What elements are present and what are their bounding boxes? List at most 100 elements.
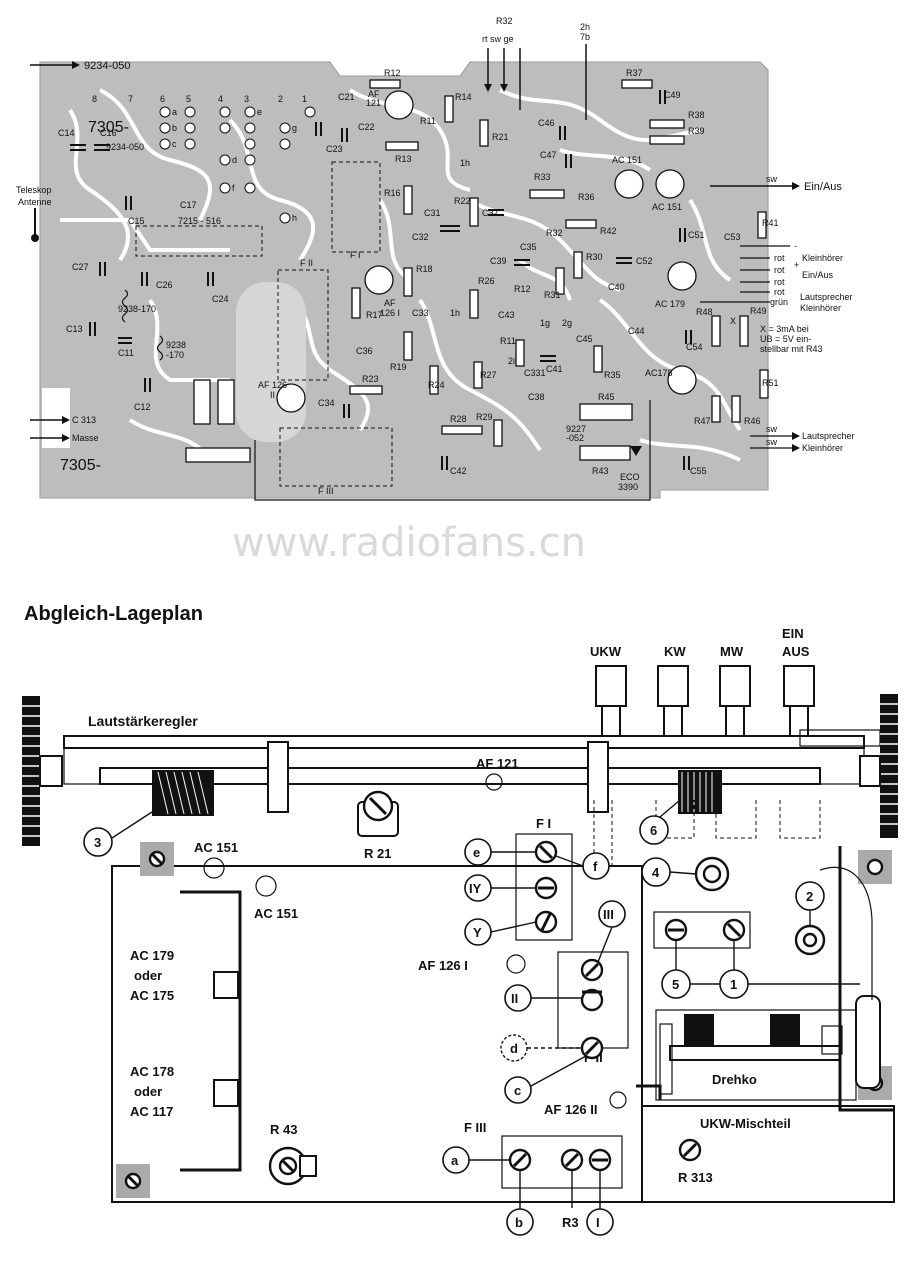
- svg-text:AC 151: AC 151: [612, 155, 642, 165]
- ac151-a-circle: [203, 857, 225, 879]
- svg-text:MW: MW: [720, 644, 744, 659]
- svg-text:-052: -052: [566, 433, 584, 443]
- svg-text:R48: R48: [696, 307, 713, 317]
- corner-screws: [116, 842, 892, 1198]
- resistors: [349, 79, 769, 461]
- svg-text:AF 126: AF 126: [258, 380, 287, 390]
- right-bracket: [819, 866, 873, 1000]
- svg-text:h: h: [292, 213, 297, 223]
- ac178-label: AC 178: [130, 1064, 174, 1079]
- svg-text:C33: C33: [412, 308, 429, 318]
- svg-text:1: 1: [302, 94, 307, 104]
- support-1: [267, 741, 289, 813]
- top-wires: R32 rt sw ge 2h 7b: [482, 16, 590, 120]
- svg-text:AC 151: AC 151: [652, 202, 682, 212]
- drehko: [636, 995, 881, 1101]
- af126-2-label: AF 126 II: [544, 1102, 597, 1117]
- svg-text:R41: R41: [762, 218, 779, 228]
- r32-wire-colors: rt sw ge: [482, 34, 514, 44]
- fiii-label: F III: [318, 486, 334, 496]
- svg-text:C32: C32: [412, 232, 429, 242]
- watermark: www.radiofans.cn: [232, 520, 586, 566]
- svg-text:C51: C51: [688, 230, 705, 240]
- svg-text:grün: grün: [770, 297, 788, 307]
- svg-text:C27: C27: [72, 262, 89, 272]
- callout-3: [83, 827, 113, 857]
- ac179-label: AC 179: [130, 948, 174, 963]
- svg-text:3: 3: [244, 94, 249, 104]
- svg-text:g: g: [292, 123, 297, 133]
- svg-text:KW: KW: [664, 644, 686, 659]
- left-connectors: 9234-050 Teleskop Antenne C 313 Masse: [16, 60, 131, 443]
- heatsink-bracket: [180, 890, 242, 1172]
- coil-left: [152, 770, 214, 816]
- conn-masse: Masse: [72, 433, 99, 443]
- svg-text:C15: C15: [128, 216, 145, 226]
- svg-text:rot: rot: [774, 265, 785, 275]
- svg-text:C13: C13: [66, 324, 83, 334]
- svg-text:R28: R28: [450, 414, 467, 424]
- svg-text:9238: 9238: [166, 340, 186, 350]
- svg-text:AC 179: AC 179: [655, 299, 685, 309]
- svg-text:II: II: [270, 390, 275, 400]
- svg-text:R49: R49: [750, 306, 767, 316]
- svg-text:R42: R42: [600, 226, 617, 236]
- pcb-layout: 9234-050 Teleskop Antenne C 313 Masse 73…: [16, 16, 855, 501]
- svg-text:I: I: [596, 1215, 600, 1230]
- svg-text:3390: 3390: [618, 482, 638, 492]
- board-mark-bottom: 7305-: [60, 457, 101, 474]
- r21-label: R 21: [364, 846, 391, 861]
- fiii-callouts: [442, 1146, 614, 1236]
- svg-text:1h: 1h: [450, 308, 460, 318]
- r43-label: R 43: [270, 1122, 297, 1137]
- svg-text:AF: AF: [384, 298, 396, 308]
- af121-transistor: [485, 773, 503, 791]
- trimmer-block: [653, 911, 751, 949]
- svg-text:c: c: [514, 1083, 521, 1098]
- fi-plan-box: [515, 833, 573, 941]
- svg-text:C40: C40: [608, 282, 625, 292]
- svg-text:C47: C47: [540, 150, 557, 160]
- svg-text:R31: R31: [544, 290, 561, 300]
- svg-text:Kleinhörer: Kleinhörer: [800, 303, 841, 313]
- svg-text:AF: AF: [368, 89, 380, 99]
- svg-text:Kleinhörer: Kleinhörer: [802, 443, 843, 453]
- svg-text:3: 3: [94, 835, 101, 850]
- svg-text:121: 121: [366, 98, 381, 108]
- comp-labels-left: C14 C16 9234-050 C15 C17 7215 - 516 C27 …: [58, 128, 229, 412]
- svg-text:Ein/Aus: Ein/Aus: [802, 270, 834, 280]
- svg-text:sw: sw: [766, 437, 778, 447]
- volume-label: Lautstärkeregler: [88, 713, 198, 729]
- alignment-plan: UKW KW MW EIN AUS: [22, 626, 898, 1236]
- ac178-pad: [213, 1079, 239, 1107]
- svg-text:R36: R36: [578, 192, 595, 202]
- ac179-pad: [213, 971, 239, 999]
- svg-text:AC178: AC178: [645, 368, 673, 378]
- svg-text:C21: C21: [338, 92, 355, 102]
- fii-callouts: [500, 900, 626, 1104]
- svg-text:6: 6: [650, 823, 657, 838]
- svg-text:1g: 1g: [540, 318, 550, 328]
- fiii-plan-box: [501, 1135, 623, 1189]
- oder-1: oder: [134, 968, 162, 983]
- coil-right: [678, 770, 722, 814]
- svg-text:C11: C11: [118, 348, 134, 358]
- ukw-mischteil-label: UKW-Mischteil: [700, 1116, 791, 1131]
- svg-text:C331: C331: [524, 368, 546, 378]
- svg-text:a: a: [451, 1153, 459, 1168]
- svg-text:UB = 5V ein-: UB = 5V ein-: [760, 334, 811, 344]
- svg-text:Lautsprecher: Lautsprecher: [802, 431, 855, 441]
- svg-text:5: 5: [186, 94, 191, 104]
- svg-text:Lautsprecher: Lautsprecher: [800, 292, 853, 302]
- right-frame: [838, 846, 894, 1112]
- svg-text:R30: R30: [586, 252, 603, 262]
- svg-text:C42: C42: [450, 466, 467, 476]
- fii-callout-text: III II d c: [510, 907, 614, 1098]
- svg-text:6: 6: [160, 94, 165, 104]
- svg-text:X = 3mA bei: X = 3mA bei: [760, 324, 809, 334]
- svg-text:2g: 2g: [562, 318, 572, 328]
- svg-text:+: +: [794, 260, 799, 270]
- ground-wire: [254, 400, 651, 501]
- svg-text:rot: rot: [774, 253, 785, 263]
